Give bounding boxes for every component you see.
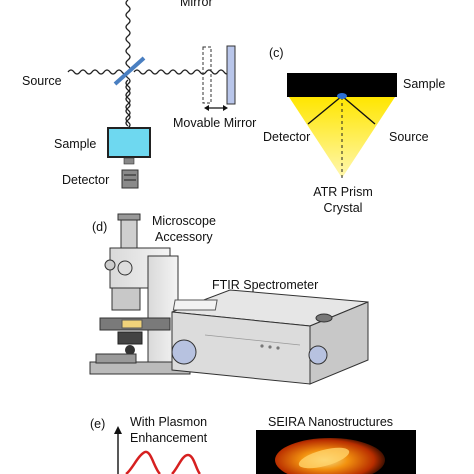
panel-d-tag: (d) (92, 220, 108, 234)
source-ray (341, 95, 376, 125)
movable-mirror-ghost (202, 46, 212, 104)
plasmon-label-line1: With Plasmon (130, 415, 208, 429)
beam-to-sample (125, 79, 131, 135)
beam-splitter-icon (113, 56, 146, 86)
beam-from-source (67, 69, 129, 75)
atr-source-label: Source (389, 130, 429, 144)
axis-arrow (114, 426, 122, 434)
accessory-label-line1: Microscope (152, 214, 216, 228)
accessory-label-line2: Accessory (155, 230, 213, 244)
evanescent-spot (337, 93, 347, 99)
microscope-icon (89, 213, 191, 375)
atr-prism-label-line1: ATR Prism (313, 185, 373, 199)
movable-mirror-label: Movable Mirror (173, 116, 257, 130)
beam-to-movable-mirror (133, 69, 231, 75)
atr-diagram (287, 73, 397, 180)
spectrometer-icon (171, 289, 369, 385)
seira-label: SEIRA Nanostructures (268, 415, 394, 429)
plasmon-spectrum (125, 450, 202, 474)
atr-sample-label: Sample (403, 77, 446, 91)
mirror-label: Mirror (180, 0, 213, 9)
mirror-icon (226, 45, 236, 105)
detector-fin-1 (124, 174, 136, 176)
sample-stem (123, 157, 135, 165)
sample-cell-icon (107, 127, 151, 158)
detector-ray (307, 95, 343, 125)
beam-to-mirror (125, 0, 131, 127)
spectrometer-label: FTIR Spectrometer (212, 278, 319, 292)
nanostructure-arm (298, 447, 350, 469)
sample-label: Sample (54, 137, 97, 151)
source-label: Source (22, 74, 62, 88)
seira-panel (114, 426, 416, 474)
panel-c-tag: (c) (269, 46, 284, 60)
arrow-head-left (204, 105, 209, 111)
atr-prism-label-line2: Crystal (323, 201, 363, 215)
detector-label: Detector (62, 173, 110, 187)
interferometer-diagram (67, 0, 236, 189)
atr-detector-label: Detector (263, 130, 311, 144)
panel-e-tag: (e) (90, 417, 106, 431)
plasmon-label-line2: Enhancement (130, 431, 208, 445)
instrument-illustration (89, 213, 369, 385)
detector-fin-2 (124, 179, 136, 181)
arrow-head-right (223, 105, 228, 111)
